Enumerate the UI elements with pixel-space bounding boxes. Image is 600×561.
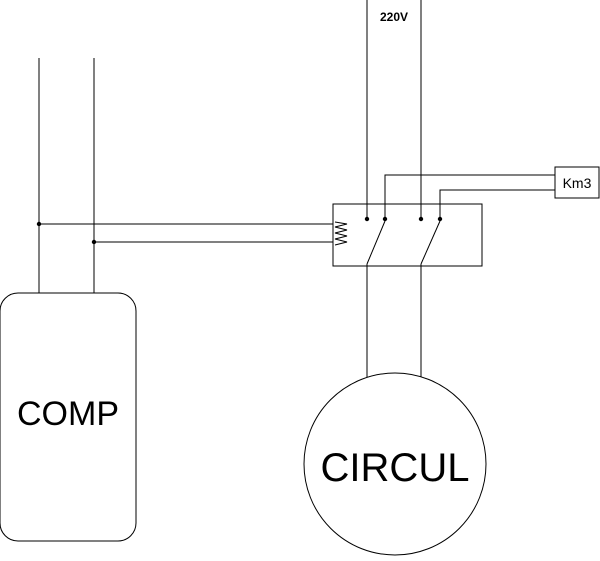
junction-dot-right <box>91 239 97 245</box>
circulator-body <box>303 372 487 556</box>
switch-contact-1 <box>366 220 386 265</box>
relay-box <box>332 203 483 267</box>
compressor-label: COMP <box>17 395 119 433</box>
km3-label: Km3 <box>563 175 592 191</box>
compressor-body <box>0 292 137 542</box>
switch-contact-2 <box>420 220 441 265</box>
contact-dot-3 <box>418 216 424 222</box>
junction-dot-left <box>36 221 42 227</box>
relay-coil <box>334 221 348 246</box>
contact-dot-1 <box>364 216 370 222</box>
km3-box <box>554 166 600 199</box>
circulator-label: CIRCUL <box>321 446 470 490</box>
km3-wire-bottom <box>439 189 555 219</box>
supply-label: 220V <box>380 10 408 24</box>
km3-wire-top <box>384 174 555 219</box>
